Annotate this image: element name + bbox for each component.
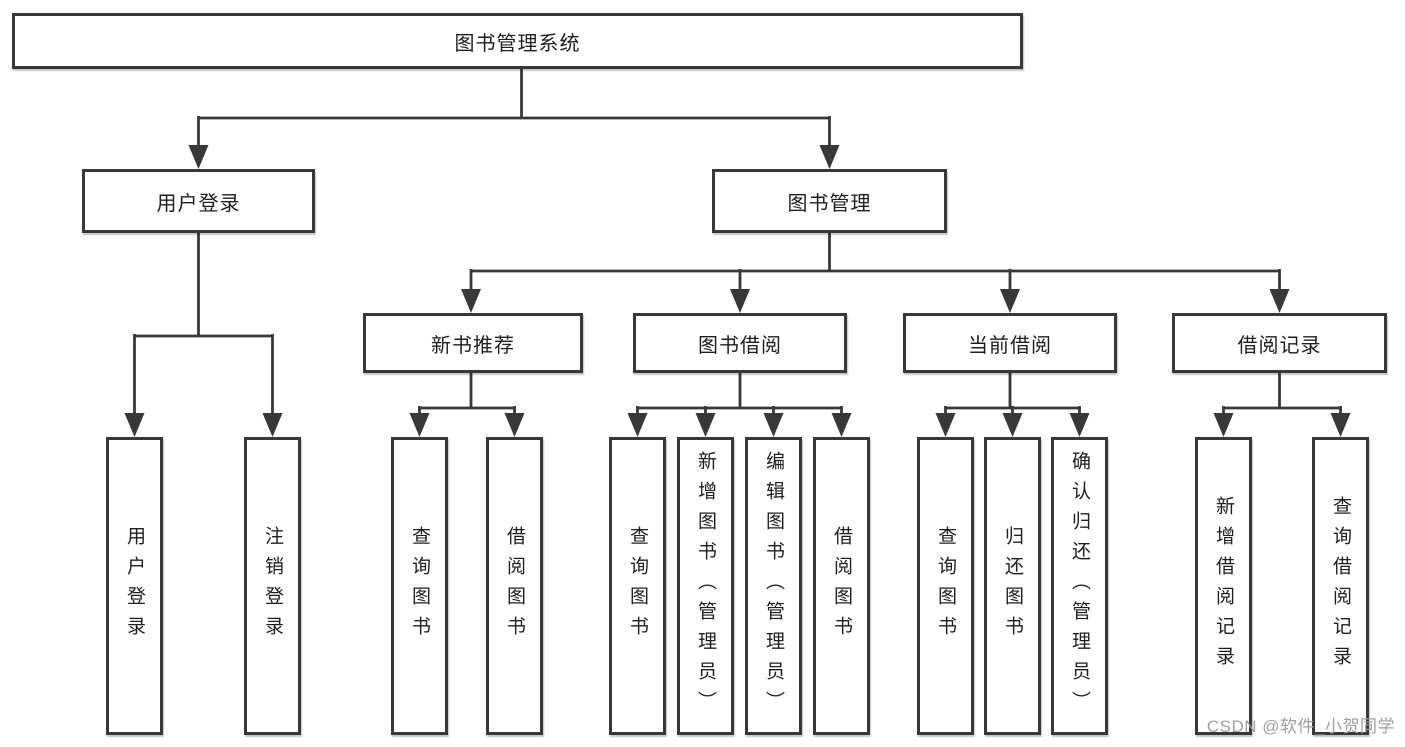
node-record-add: 新增借阅记录 — [1195, 437, 1252, 735]
arrowhead — [1330, 413, 1351, 437]
arrowhead — [124, 413, 145, 437]
connector-new-book-recommend-to-leaves — [409, 373, 525, 437]
node-borrow-query-label: 查询图书 — [627, 526, 648, 646]
node-current-query-label: 查询图书 — [935, 526, 956, 646]
node-current-return-label: 归还图书 — [1002, 526, 1023, 646]
arrowhead — [695, 413, 716, 437]
node-logout: 注销登录 — [244, 437, 301, 735]
node-login: 用户登录 — [106, 437, 163, 735]
arrowhead — [627, 413, 648, 437]
node-root: 图书管理系统 — [12, 13, 1023, 69]
connector-current-borrow-to-leaves — [935, 373, 1090, 437]
node-new-book-recommend: 新书推荐 — [363, 313, 583, 373]
node-user-login: 用户登录 — [82, 169, 315, 233]
node-book-management: 图书管理 — [712, 169, 947, 233]
node-borrow-records: 借阅记录 — [1172, 313, 1387, 373]
arrowhead — [1269, 289, 1290, 313]
arrowhead — [1002, 413, 1023, 437]
node-current-confirm-label: 确认归还（管理员） — [1069, 451, 1090, 721]
connector-book-borrow-to-leaves — [627, 373, 852, 437]
node-current-query: 查询图书 — [917, 437, 974, 735]
connector-book-management-to-level3 — [461, 233, 1290, 313]
node-borrow-add-label: 新增图书（管理员） — [695, 451, 716, 721]
node-borrow-query: 查询图书 — [609, 437, 666, 735]
arrowhead — [730, 289, 750, 313]
connector-borrow-records-to-leaves — [1213, 373, 1351, 437]
node-borrow-add: 新增图书（管理员） — [677, 437, 734, 735]
arrowhead — [831, 413, 852, 437]
node-borrow-borrow-label: 借阅图书 — [831, 526, 852, 646]
node-borrow-edit: 编辑图书（管理员） — [745, 437, 802, 735]
node-newbook-borrow-label: 借阅图书 — [504, 526, 525, 646]
arrowhead — [188, 145, 209, 169]
node-logout-label: 注销登录 — [262, 526, 283, 646]
node-newbook-borrow: 借阅图书 — [486, 437, 543, 735]
node-current-return: 归还图书 — [984, 437, 1041, 735]
node-current-confirm: 确认归还（管理员） — [1051, 437, 1108, 735]
arrowhead — [763, 413, 784, 437]
arrowhead — [819, 145, 840, 169]
arrowhead — [262, 413, 283, 437]
node-book-borrow: 图书借阅 — [633, 313, 847, 373]
connector-user-login-to-leaves — [124, 233, 283, 437]
node-record-query-label: 查询借阅记录 — [1330, 496, 1351, 676]
arrowhead — [504, 413, 525, 437]
node-borrow-edit-label: 编辑图书（管理员） — [763, 451, 784, 721]
node-record-query: 查询借阅记录 — [1312, 437, 1369, 735]
arrowhead — [1069, 413, 1090, 437]
arrowhead — [935, 413, 956, 437]
node-newbook-query-label: 查询图书 — [409, 526, 430, 646]
arrowhead — [1213, 413, 1234, 437]
arrowhead — [461, 289, 481, 313]
node-borrow-borrow: 借阅图书 — [813, 437, 870, 735]
node-newbook-query: 查询图书 — [391, 437, 448, 735]
node-record-add-label: 新增借阅记录 — [1213, 496, 1234, 676]
node-current-borrow: 当前借阅 — [903, 313, 1117, 373]
connector-root-to-level2 — [188, 69, 840, 169]
node-login-label: 用户登录 — [124, 526, 145, 646]
arrowhead — [409, 413, 430, 437]
arrowhead — [1000, 289, 1020, 313]
